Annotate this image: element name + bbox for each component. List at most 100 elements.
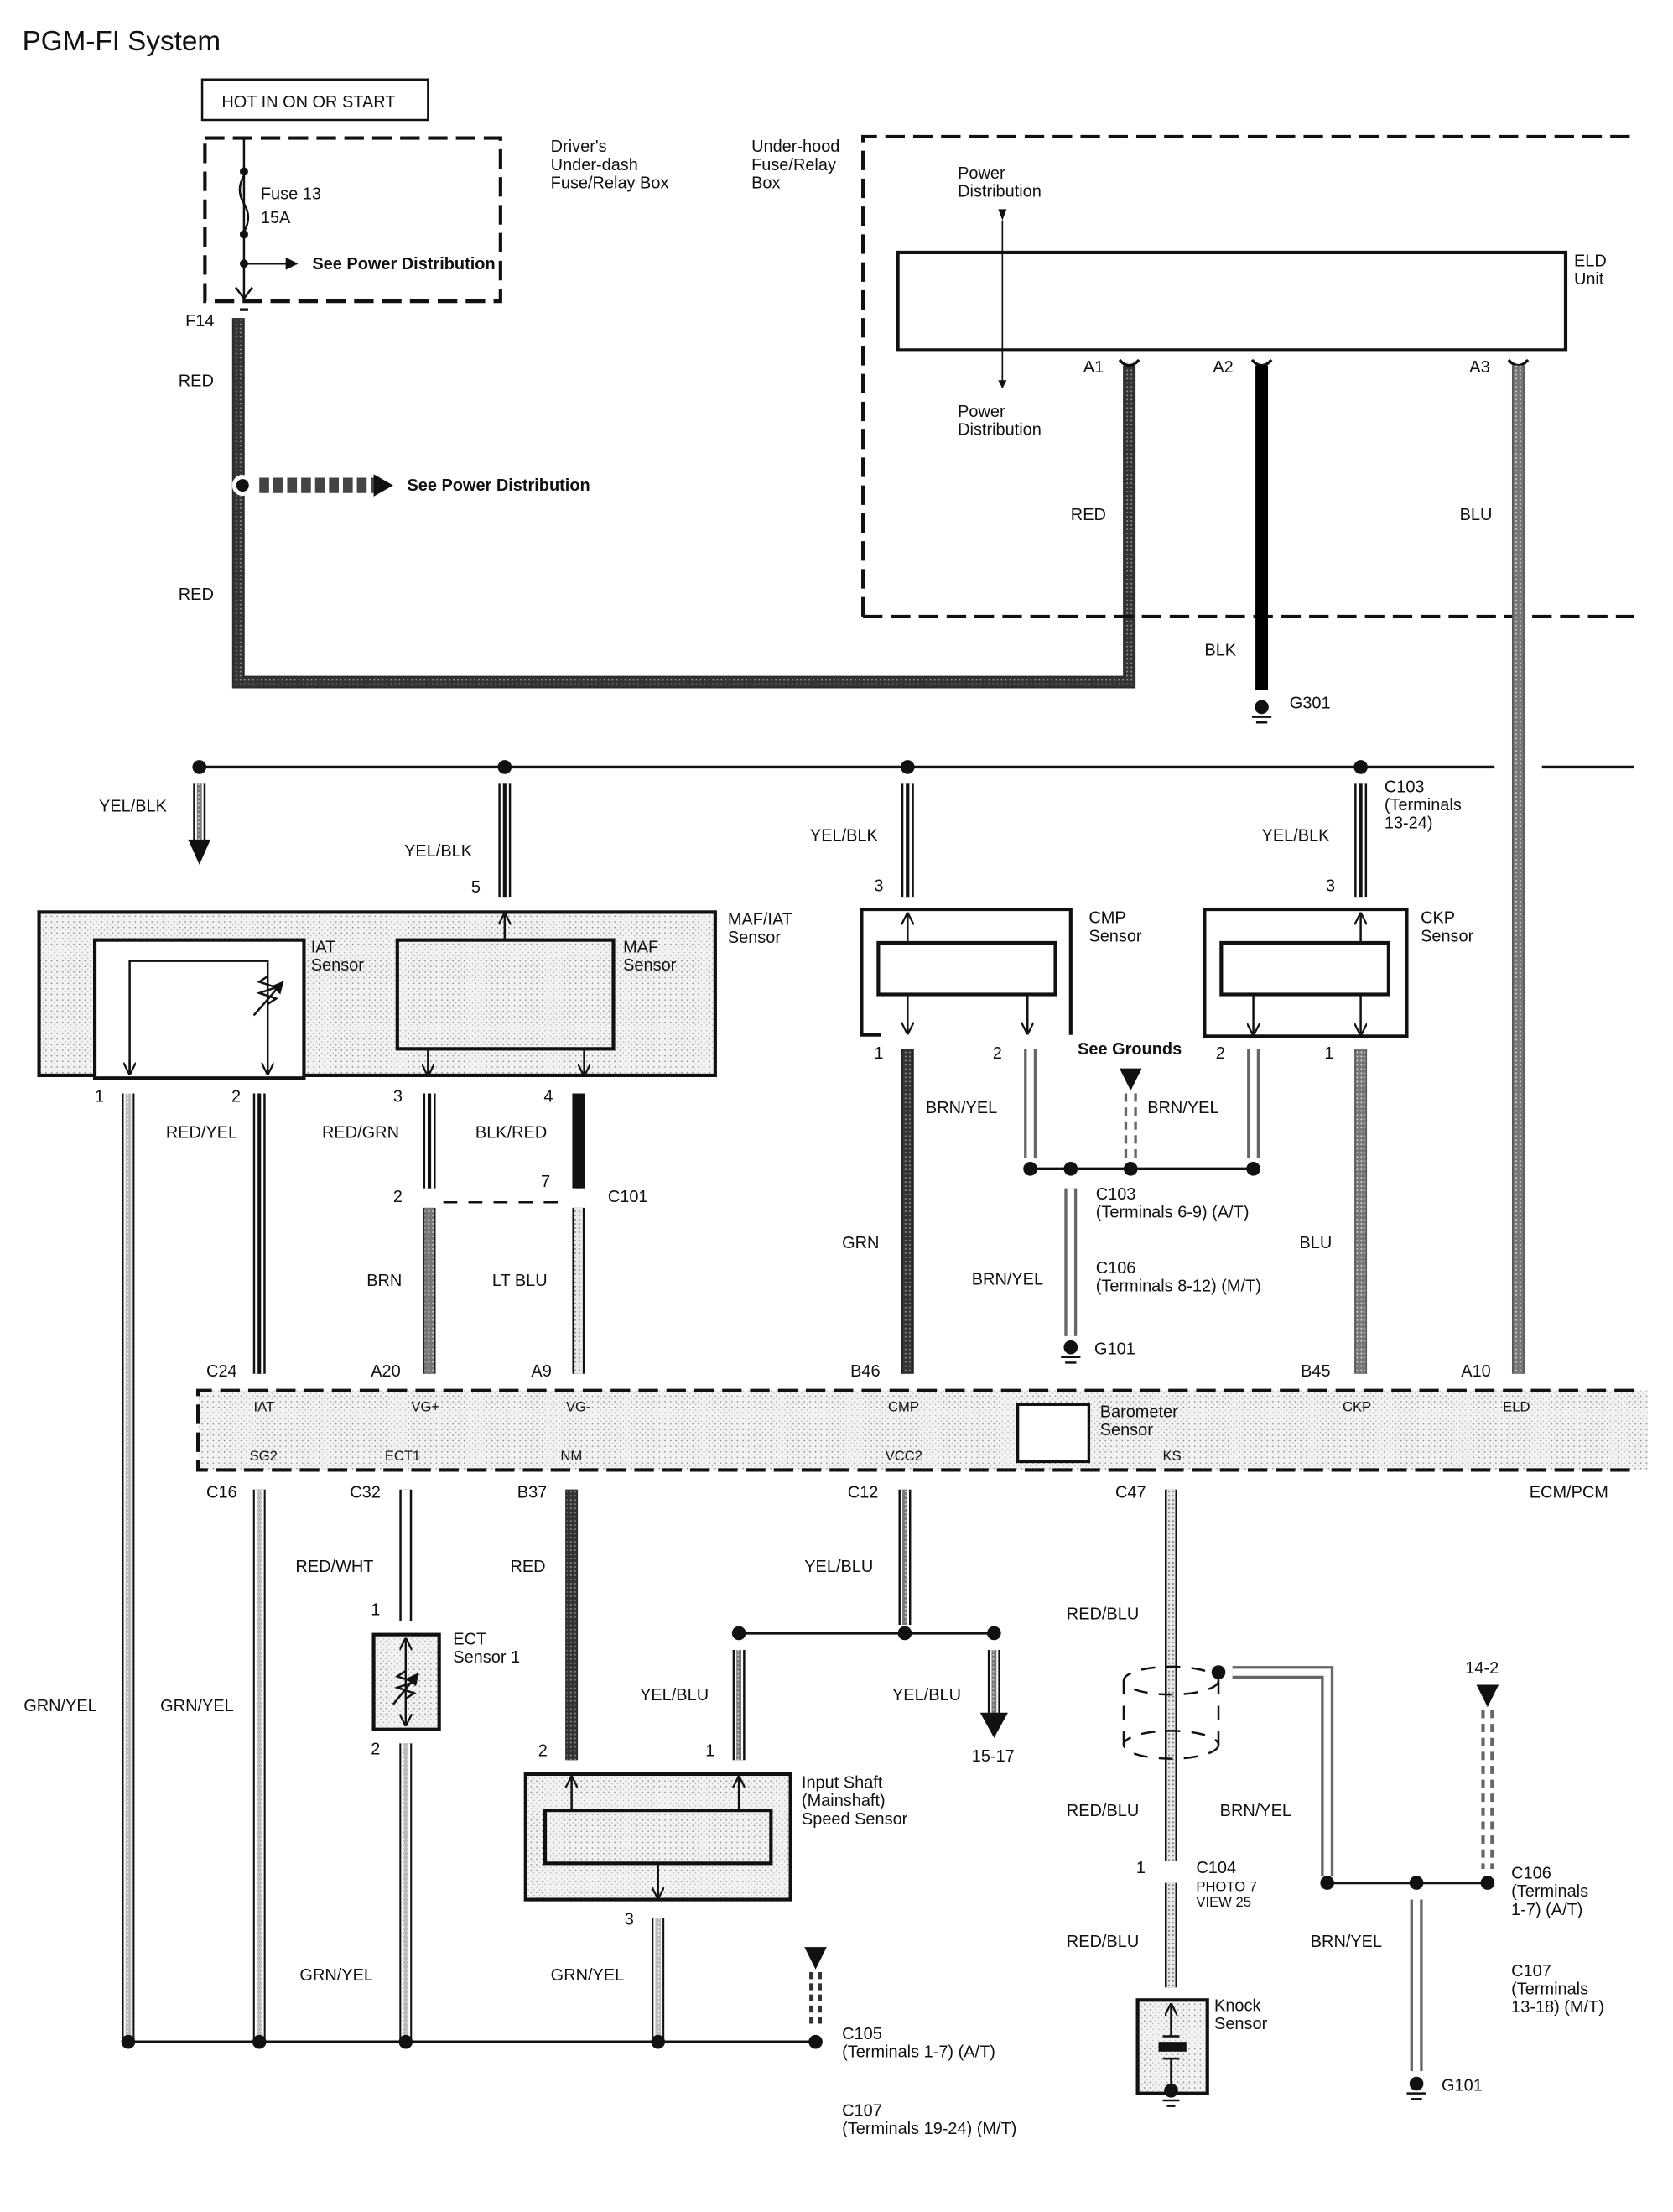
svg-text:(Terminals 19-24) (M/T): (Terminals 19-24) (M/T) [842,2120,1016,2138]
barometer-sensor [1016,1403,1091,1464]
svg-text:IAT: IAT [311,939,336,957]
f14-terminal: F14 [185,312,214,330]
svg-text:A10: A10 [1461,1362,1490,1381]
svg-text:CKP: CKP [1343,1399,1371,1415]
svg-text:2: 2 [393,1188,403,1206]
cmp-sensor: CMP Sensor 1 2 [860,907,1142,1063]
svg-text:YEL/BLU: YEL/BLU [804,1558,873,1576]
svg-text:GRN/YEL: GRN/YEL [160,1697,234,1715]
svg-text:C107: C107 [1511,1962,1551,1980]
red-feed-wire: RED RED See Power Distribution [179,308,1136,689]
see-power-distribution-link[interactable]: See Power Distribution [312,255,495,273]
svg-text:C24: C24 [206,1362,237,1381]
svg-text:IAT: IAT [254,1399,275,1415]
fuse-node-top [239,167,248,176]
svg-text:1: 1 [1324,1044,1333,1063]
svg-text:Box: Box [751,174,780,192]
maf-sensor [395,938,616,1051]
svg-text:C105: C105 [842,2025,882,2043]
svg-text:RED/BLU: RED/BLU [1067,1605,1139,1623]
svg-text:RED/BLU: RED/BLU [1067,1802,1139,1820]
svg-text:Sensor: Sensor [1100,1421,1154,1439]
svg-text:NM: NM [560,1448,582,1464]
svg-text:C106: C106 [1096,1259,1136,1278]
yel-blk-continue-arrow-icon [188,839,211,865]
svg-text:Fuse/Relay: Fuse/Relay [751,156,836,174]
svg-text:GRN/YEL: GRN/YEL [551,1966,625,1985]
svg-text:RED: RED [510,1558,545,1576]
svg-text:2: 2 [371,1741,380,1759]
svg-text:MAF: MAF [623,939,658,957]
svg-text:BRN: BRN [366,1272,402,1290]
svg-text:Driver's: Driver's [551,138,607,156]
splice-node [236,479,249,492]
svg-text:LT BLU: LT BLU [492,1272,548,1290]
blk-red-wire-vg-minus: BLK/RED LT BLU [475,1093,585,1374]
fuse-rating: 15A [261,209,291,227]
svg-text:G301: G301 [1290,695,1331,713]
ground-ref-arrow-icon [804,1947,827,1970]
grn-yel-wire-c16: GRN/YEL GRN/YEL [23,1489,266,2039]
svg-text:Sensor: Sensor [1214,2015,1268,2033]
svg-text:3: 3 [1326,877,1335,895]
page-reference-14-2[interactable]: 14-2 [1465,1659,1499,1678]
grounds-cluster: See Grounds BRN/YEL C103 (Terminals 6-9)… [972,1040,1261,1364]
ecm-pcm: ECM/PCM C24 A20 A9 B46 B45 A10 IAT VG+ V… [195,1362,1649,1502]
svg-text:RED: RED [179,586,214,604]
ckp-sensor: CKP Sensor 2 1 [1203,907,1474,1063]
svg-text:BRN/YEL: BRN/YEL [1147,1099,1218,1117]
c105-ground-bus: C105 (Terminals 1-7) (A/T) C107 (Termina… [121,1947,1016,2138]
drivers-underdash-fuse-box: Driver's Under-dash Fuse/Relay Box Fuse … [203,136,668,304]
svg-text:(Terminals 6-9) (A/T): (Terminals 6-9) (A/T) [1096,1204,1250,1222]
ground-g301: G301 [1251,695,1331,724]
blu-wire-ckp: BLU [1299,1049,1368,1374]
svg-text:A2: A2 [1213,358,1233,377]
see-grounds-arrow-icon [1119,1068,1142,1091]
ect-sensor-circuit: RED/WHT 1 ECT Sensor 1 2 GRN/YEL [295,1489,520,2039]
svg-text:1: 1 [95,1088,104,1106]
c101-connector: 2 7 C101 [393,1173,648,1206]
vcc2-yel-blu-circuit: YEL/BLU YEL/BLU 1 YEL/BLU 15-17 [640,1489,1015,1766]
svg-text:C103: C103 [1096,1185,1136,1204]
svg-text:BRN/YEL: BRN/YEL [1311,1933,1382,1951]
piezo-element-icon [1158,2042,1187,2052]
svg-text:2: 2 [1216,1044,1225,1063]
svg-text:7: 7 [541,1173,550,1191]
svg-text:Knock: Knock [1214,1997,1260,2016]
thermistor-icon [256,975,280,1006]
svg-text:YEL/BLK: YEL/BLK [1262,827,1331,846]
svg-text:KS: KS [1163,1448,1182,1464]
fuse-label: Fuse 13 [261,185,321,204]
svg-text:VG+: VG+ [411,1399,439,1415]
svg-text:GRN/YEL: GRN/YEL [23,1697,97,1715]
svg-text:1: 1 [705,1741,714,1760]
see-power-distribution-arrow-icon [373,474,393,497]
svg-text:ECT: ECT [453,1630,486,1648]
svg-text:CMP: CMP [888,1399,919,1415]
svg-text:1: 1 [874,1044,883,1063]
input-shaft-speed-sensor: Input Shaft (Mainshaft) Speed Sensor 3 G… [523,1772,908,2039]
thermistor-icon [393,1669,418,1700]
svg-text:CMP: CMP [1088,909,1125,928]
svg-text:B46: B46 [850,1362,880,1381]
svg-text:C12: C12 [848,1484,879,1502]
grn-wire-cmp: GRN [842,1049,914,1374]
svg-text:Sensor: Sensor [1421,927,1474,945]
svg-text:3: 3 [874,877,883,895]
svg-text:C104: C104 [1196,1859,1236,1877]
ecm-label: ECM/PCM [1530,1484,1608,1502]
svg-text:13-18) (M/T): 13-18) (M/T) [1511,1998,1604,2017]
red-grn-wire-vg-plus: RED/GRN BRN [322,1093,436,1374]
svg-text:A20: A20 [371,1362,400,1381]
svg-text:Power: Power [958,164,1005,183]
svg-text:GRN: GRN [842,1234,879,1252]
fuse-icon [238,174,250,232]
svg-text:C47: C47 [1115,1484,1146,1502]
page-reference-15-17[interactable]: 15-17 [972,1747,1015,1766]
svg-text:RED: RED [179,372,214,391]
svg-text:VIEW 25: VIEW 25 [1196,1894,1251,1910]
svg-text:GRN/YEL: GRN/YEL [299,1966,373,1985]
see-grounds-link[interactable]: See Grounds [1078,1040,1182,1059]
see-power-distribution-link-2[interactable]: See Power Distribution [407,476,590,495]
